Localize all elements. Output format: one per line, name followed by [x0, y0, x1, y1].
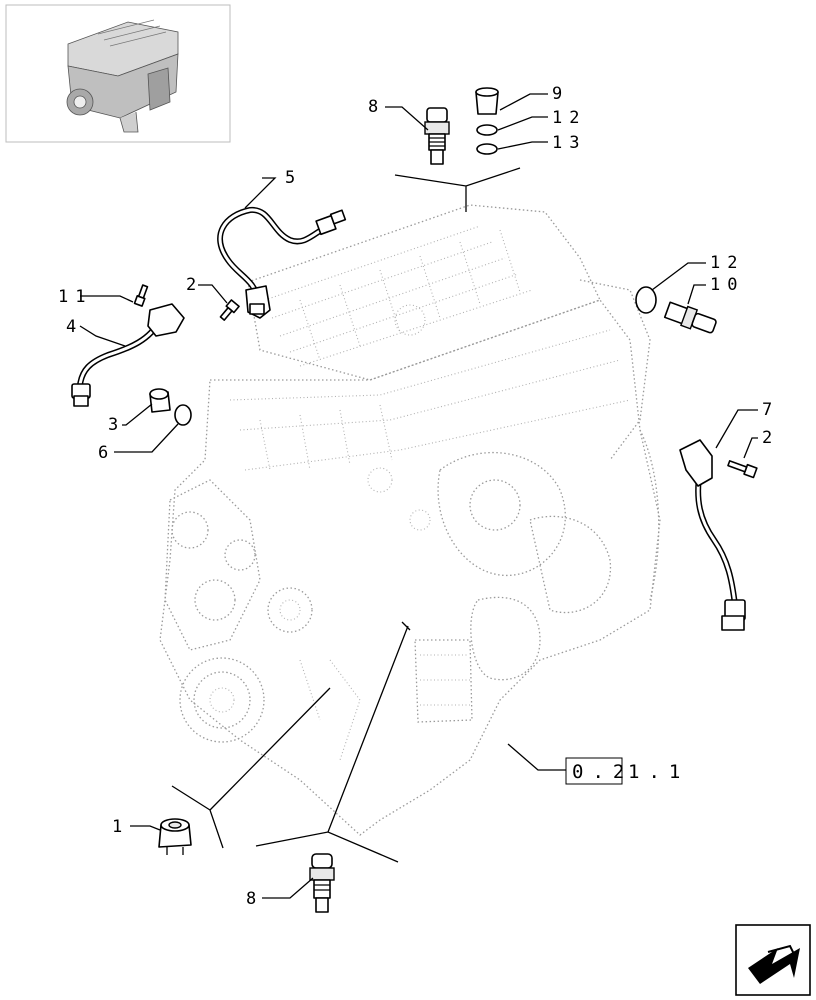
callout-4: 4: [66, 317, 83, 337]
part-13-seal[interactable]: [476, 143, 498, 155]
callout-10: 10: [710, 275, 744, 295]
callout-8-top: 8: [368, 97, 385, 117]
callout-3: 3: [108, 415, 125, 435]
part-6-seal[interactable]: [174, 404, 192, 426]
part-4-harness-sensor[interactable]: [71, 303, 185, 407]
part-12-right-seal[interactable]: [635, 286, 657, 314]
part-11-screw[interactable]: [133, 284, 149, 307]
part-12-top-seal[interactable]: [476, 124, 498, 136]
callout-8-bottom: 8: [246, 889, 263, 909]
part-8-bottom-sensor[interactable]: [309, 853, 335, 913]
engine-ghost-outline: [159, 204, 661, 836]
part-3-plug[interactable]: [149, 388, 171, 413]
part-2-screw-right[interactable]: [727, 459, 758, 479]
callout-2-right: 2: [762, 428, 779, 448]
callout-11: 11: [58, 287, 92, 307]
callout-5: 5: [285, 168, 302, 188]
part-9-plug[interactable]: [475, 87, 499, 115]
reference-boxed[interactable]: 0.2: [572, 761, 633, 783]
callout-1: 1: [112, 817, 129, 837]
engine-thumbnail-icon[interactable]: [5, 4, 231, 143]
callout-7: 7: [762, 400, 779, 420]
part-8-top-sensor[interactable]: [424, 107, 450, 165]
callout-6: 6: [98, 443, 115, 463]
reference-rest: 1.1: [628, 761, 689, 783]
part-7-harness-sensor[interactable]: [679, 439, 746, 631]
part-2-screw-left[interactable]: [219, 299, 240, 322]
part-1-sensor[interactable]: [158, 818, 192, 855]
callout-12-top: 12: [552, 108, 586, 128]
page-arrow-icon[interactable]: [735, 924, 811, 996]
part-10-pressure-sensor[interactable]: [663, 300, 718, 336]
callout-13: 13: [552, 133, 586, 153]
callout-9: 9: [552, 84, 569, 104]
callout-12-right: 12: [710, 253, 744, 273]
callout-2-left: 2: [186, 275, 203, 295]
part-5-harness-sensor[interactable]: [217, 206, 347, 319]
